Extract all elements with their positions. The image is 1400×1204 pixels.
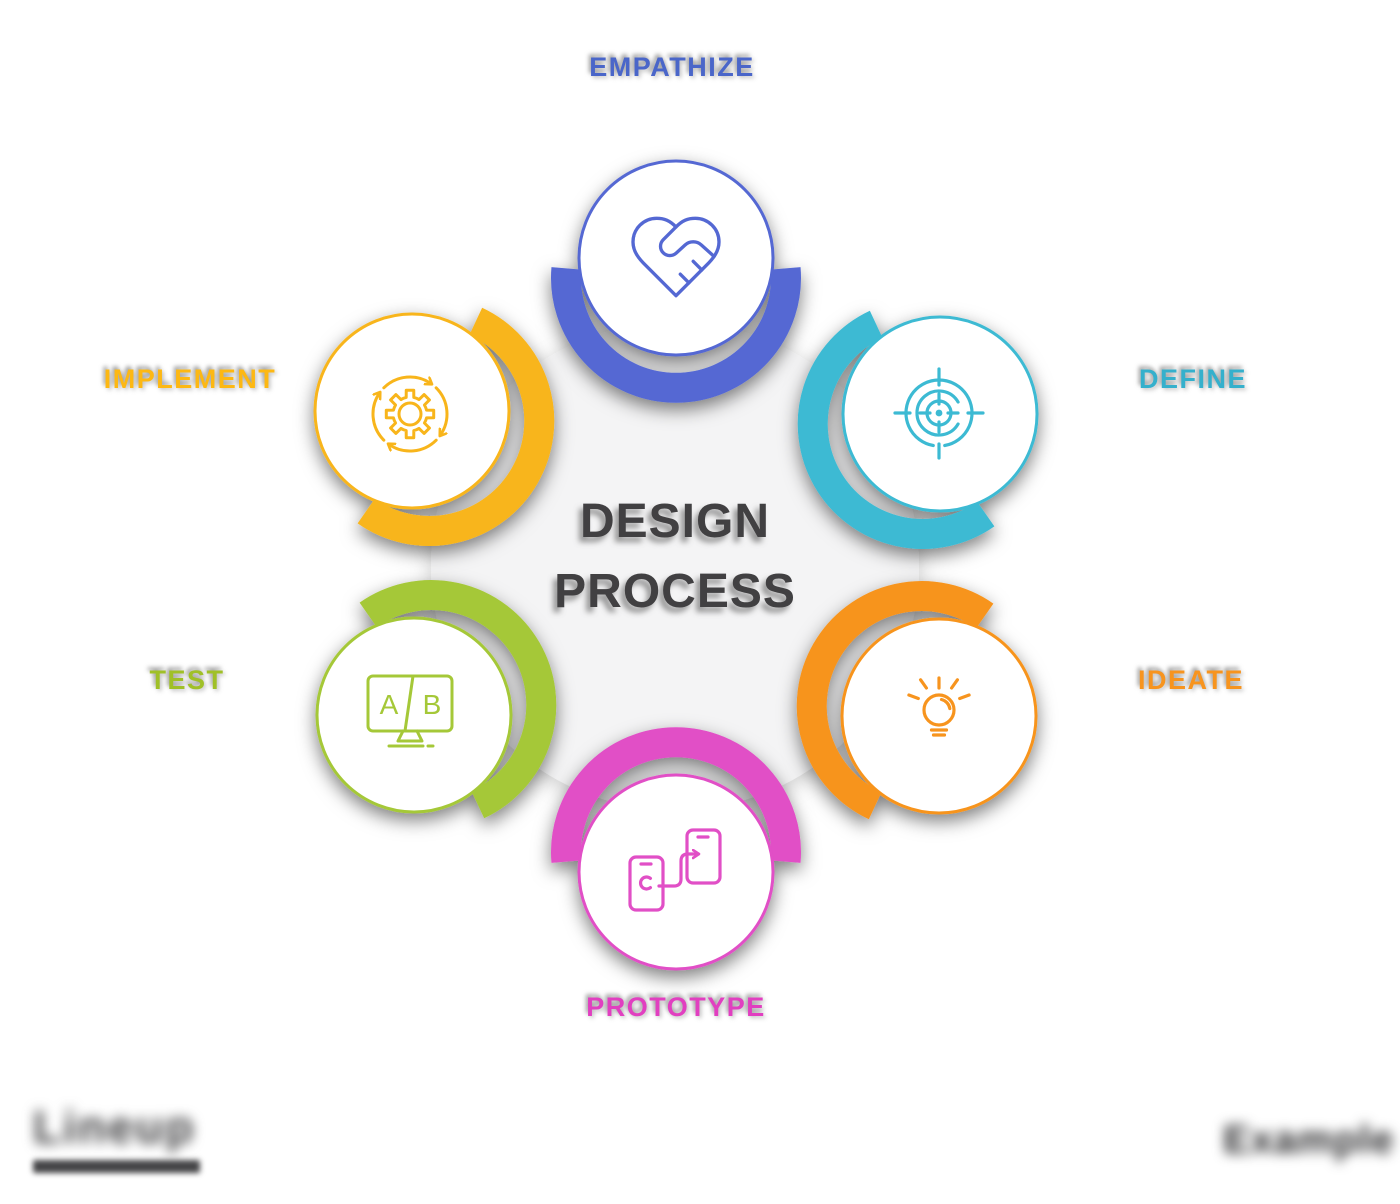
blurred-watermark: Example (1223, 1118, 1395, 1162)
label-ideate: IDEATE (1137, 665, 1245, 695)
node-test (315, 580, 557, 819)
blurred-logo-wordmark: Lineup (33, 1101, 196, 1153)
target-icon (893, 367, 985, 460)
node-prototype (551, 727, 801, 971)
page-title-line2: PROCESS (554, 565, 796, 618)
node-ideate (796, 581, 1038, 820)
page-title: DESIGN PROCESS (554, 487, 796, 627)
label-implement: IMPLEMENT (103, 364, 277, 394)
gear-sync-icon (371, 375, 449, 453)
ab-test-letter-b: B (423, 689, 442, 720)
label-empathize: EMPATHIZE (589, 52, 755, 82)
blurred-logo-tagline-bar (33, 1160, 200, 1173)
phones-transfer-icon (628, 828, 722, 912)
ab-test-monitor-icon: A B (366, 674, 454, 748)
lightbulb-icon (907, 676, 971, 737)
heart-handshake-icon (631, 216, 721, 298)
node-define (797, 310, 1039, 549)
label-define: DEFINE (1138, 364, 1248, 394)
node-implement (313, 307, 555, 546)
label-test: TEST (149, 665, 225, 695)
label-prototype: PROTOTYPE (586, 992, 766, 1022)
ab-test-letter-a: A (380, 689, 399, 720)
node-empathize (551, 159, 801, 403)
page-title-line1: DESIGN (579, 495, 771, 548)
